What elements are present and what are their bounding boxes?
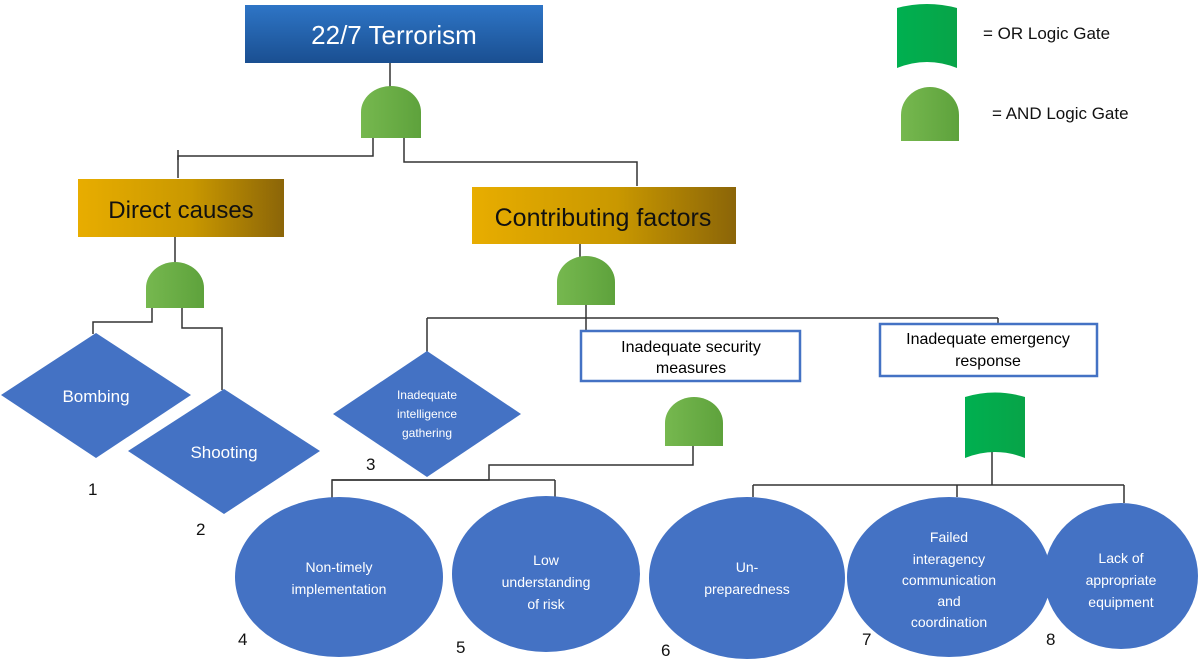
basic-event-shooting: Shooting bbox=[128, 389, 320, 514]
legend-or-label: = OR Logic Gate bbox=[983, 24, 1110, 43]
basic-event-low-understanding: Low understanding of risk bbox=[452, 496, 640, 652]
emergency-response-node: Inadequate emergency response bbox=[878, 322, 1099, 378]
event-label: Un- bbox=[736, 559, 759, 575]
event-label: coordination bbox=[911, 614, 987, 630]
and-gate-legend-icon bbox=[901, 87, 959, 141]
connector-lines bbox=[92, 62, 1125, 503]
event-number: 2 bbox=[196, 520, 205, 539]
contributing-factors-label: Contributing factors bbox=[495, 204, 712, 232]
event-label: Lack of bbox=[1098, 550, 1143, 566]
event-label: Low bbox=[533, 552, 560, 568]
event-label: interagency bbox=[913, 551, 985, 567]
event-number: 8 bbox=[1046, 630, 1055, 649]
top-event-label: 22/7 Terrorism bbox=[311, 20, 477, 50]
and-gate-direct-causes bbox=[146, 262, 204, 308]
security-measures-node: Inadequate security measures bbox=[579, 329, 802, 383]
top-event: 22/7 Terrorism bbox=[245, 5, 543, 63]
basic-event-intelligence: Inadequate intelligence gathering bbox=[333, 351, 521, 477]
and-gate-top bbox=[361, 86, 421, 138]
basic-event-bombing: Bombing bbox=[1, 333, 191, 458]
basic-event-non-timely: Non-timely implementation bbox=[235, 497, 443, 657]
event-label: appropriate bbox=[1086, 572, 1157, 588]
basic-event-unpreparedness: Un- preparedness bbox=[649, 497, 845, 659]
direct-causes-label: Direct causes bbox=[108, 197, 253, 224]
event-number: 4 bbox=[238, 630, 247, 649]
event-label: implementation bbox=[292, 581, 387, 597]
event-number: 3 bbox=[366, 455, 375, 474]
basic-event-lack-equipment: Lack of appropriate equipment bbox=[1044, 503, 1198, 649]
direct-causes-node: Direct causes bbox=[78, 179, 284, 237]
event-numbers: 1 2 3 4 5 6 7 8 bbox=[88, 455, 1055, 660]
event-label: Bombing bbox=[62, 387, 129, 406]
event-label: Shooting bbox=[190, 443, 257, 462]
or-gate-legend-icon bbox=[897, 4, 957, 68]
event-label: Inadequate bbox=[397, 388, 457, 402]
and-gate-contributing-factors bbox=[557, 256, 615, 305]
event-label: and bbox=[937, 593, 960, 609]
contributing-factors-node: Contributing factors bbox=[472, 187, 736, 244]
event-label: Failed bbox=[930, 529, 968, 545]
and-gate-security-measures bbox=[665, 397, 723, 446]
legend-and-label: = AND Logic Gate bbox=[992, 104, 1129, 123]
event-label: intelligence bbox=[397, 407, 457, 421]
basic-event-failed-interagency: Failed interagency communication and coo… bbox=[847, 497, 1051, 657]
event-label: equipment bbox=[1088, 594, 1153, 610]
event-label: preparedness bbox=[704, 581, 790, 597]
event-number: 7 bbox=[862, 630, 871, 649]
event-number: 5 bbox=[456, 638, 465, 657]
event-label: understanding bbox=[502, 574, 591, 590]
emergency-response-label-2: response bbox=[955, 353, 1021, 370]
security-measures-label-2: measures bbox=[656, 360, 726, 377]
event-label: Non-timely bbox=[306, 559, 373, 575]
event-label: gathering bbox=[402, 426, 452, 440]
legend: = OR Logic Gate = AND Logic Gate bbox=[897, 4, 1129, 141]
event-label: of risk bbox=[527, 596, 565, 612]
event-label: communication bbox=[902, 572, 996, 588]
event-number: 6 bbox=[661, 641, 670, 660]
emergency-response-label-1: Inadequate emergency bbox=[906, 331, 1070, 348]
or-gate-emergency-response bbox=[965, 392, 1025, 458]
event-number: 1 bbox=[88, 480, 97, 499]
security-measures-label-1: Inadequate security bbox=[621, 339, 761, 356]
